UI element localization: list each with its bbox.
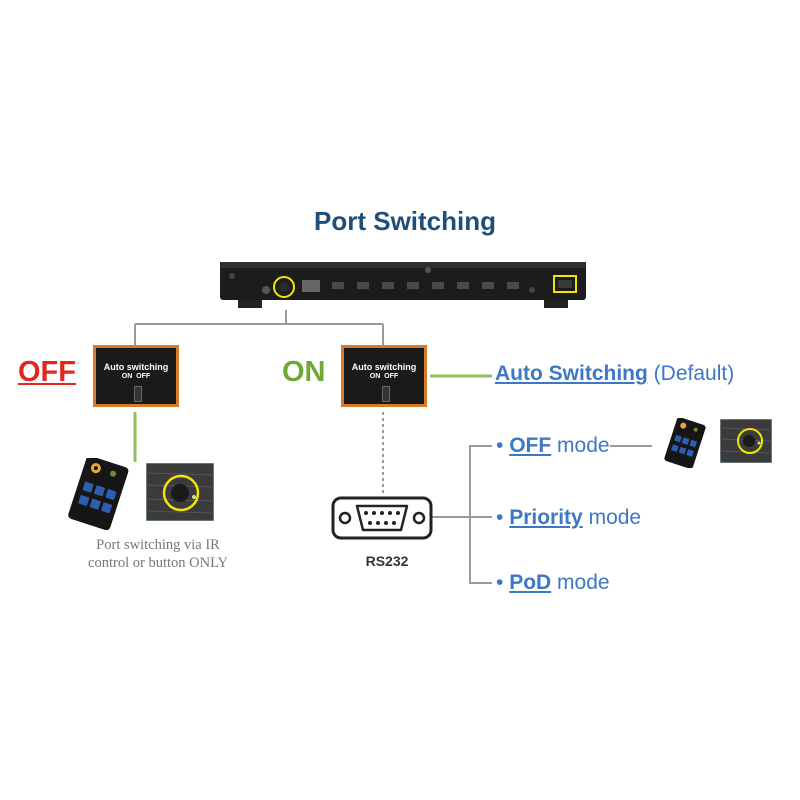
switch-device-image [220, 262, 586, 308]
button-photo [146, 463, 214, 521]
bullet: • [496, 506, 504, 529]
caption-line: control or button ONLY [88, 555, 228, 571]
auto-switch-box-off: Auto switching ON OFF [93, 345, 179, 407]
auto-switch-title: Auto switching [351, 362, 417, 372]
priority-mode-link[interactable]: Priority [509, 506, 583, 529]
off-mode-link[interactable]: OFF [509, 434, 552, 457]
ir-remote-image [68, 458, 129, 530]
mode-item-pod: • PoD mode [496, 571, 610, 595]
bullet: • [496, 571, 504, 594]
rs232-connector-icon [331, 496, 433, 540]
ir-caption: Port switching via IR control or button … [58, 536, 258, 572]
caption-line: Port switching via IR [96, 537, 220, 553]
pod-mode-link[interactable]: PoD [509, 571, 552, 594]
mode-suffix: mode [588, 506, 642, 529]
mode-suffix: mode [557, 434, 610, 457]
mode-suffix: mode [557, 571, 610, 594]
toggle-icon [382, 386, 390, 402]
mode-item-priority: • Priority mode [496, 506, 641, 530]
small-button-photo [720, 419, 772, 463]
small-ir-remote-image [664, 418, 706, 468]
off-label: OFF [18, 356, 76, 388]
auto-switch-on-off: ON OFF [121, 373, 151, 380]
mode-item-off: • OFF mode [496, 434, 610, 458]
auto-switch-on-off: ON OFF [369, 373, 399, 380]
bullet: • [496, 434, 504, 457]
toggle-icon [134, 386, 142, 402]
page-title: Port Switching [314, 206, 496, 236]
on-label: ON [282, 356, 326, 388]
auto-switching-link[interactable]: Auto Switching [495, 362, 648, 385]
auto-switching-heading: Auto Switching (Default) [495, 362, 734, 386]
auto-switching-default: (Default) [653, 362, 735, 385]
mode-bracket [469, 445, 492, 584]
auto-switch-box-on: Auto switching ON OFF [341, 345, 427, 407]
auto-switch-title: Auto switching [103, 362, 169, 372]
rs232-label: RS232 [365, 553, 409, 569]
